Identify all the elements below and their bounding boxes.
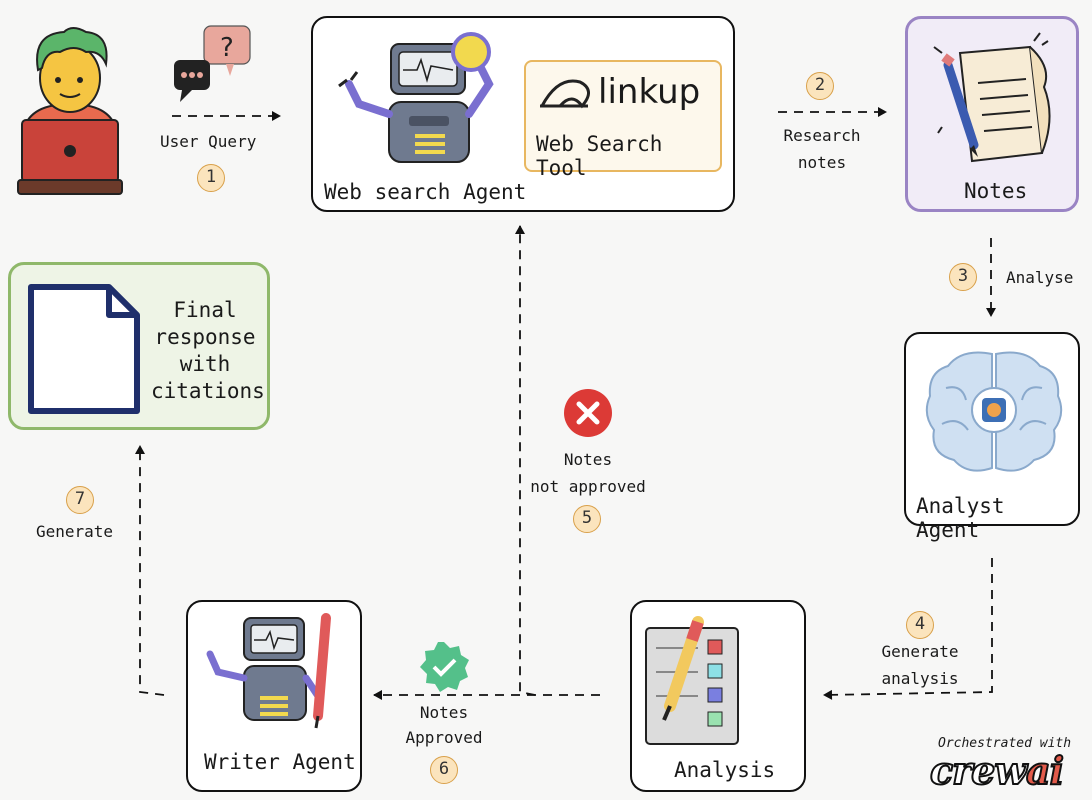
brain-icon — [925, 351, 1063, 472]
step-badge-1: 1 — [197, 164, 225, 192]
document-icon — [28, 284, 140, 414]
robot-magnifier-icon — [338, 32, 494, 163]
step-badge-3: 3 — [949, 263, 977, 291]
crewai-logo: crewai — [929, 747, 1065, 794]
web-search-agent-label: Web search Agent — [324, 180, 527, 204]
final-response-label: Final response with citations — [151, 298, 265, 403]
robot-pencil-icon — [206, 613, 331, 729]
web-search-agent-node[interactable]: linkup Web Search Tool Web search Agent — [311, 16, 735, 212]
arrow-generate — [135, 445, 165, 696]
analyse-label: Analyse — [1006, 268, 1074, 287]
checklist-icon — [645, 616, 739, 745]
analysis-node[interactable]: Analysis — [630, 600, 806, 792]
arrow-generate-analysis — [823, 558, 993, 700]
user-laptop-icon — [17, 27, 123, 195]
user-query-label: User Query — [160, 132, 257, 151]
generate-label: Generate — [36, 522, 114, 541]
orchestrated-label: Orchestrated with — [938, 736, 1072, 751]
crewai-logo-main: crew — [929, 747, 1028, 794]
step-badge-2: 2 — [806, 72, 834, 100]
linkup-logo-icon — [540, 79, 590, 109]
svg-text:?: ? — [220, 33, 234, 63]
approved-label: Notes Approved — [405, 703, 483, 747]
writer-agent-label: Writer Agent — [204, 750, 356, 774]
step-badge-7: 7 — [66, 486, 94, 514]
analyst-agent-node[interactable]: Analyst Agent — [904, 332, 1080, 542]
not-approved-label: Notes not approved — [530, 450, 646, 496]
linkup-tool-node[interactable]: linkup Web Search Tool — [524, 60, 722, 180]
research-notes-label: Research notes — [783, 126, 861, 172]
approved-badge-icon — [420, 642, 469, 692]
generate-analysis-label: Generate analysis — [881, 642, 959, 688]
step-badge-5: 5 — [573, 505, 601, 533]
step-badge-4: 4 — [906, 611, 934, 639]
notepad-pencil-icon — [933, 32, 1051, 163]
writer-agent-node[interactable]: Writer Agent — [186, 600, 362, 792]
arrow-not-approved — [515, 225, 536, 696]
chat-bubbles-icon: ? — [174, 25, 251, 102]
linkup-logo-text: linkup — [598, 72, 701, 112]
linkup-tool-label: Web Search Tool — [536, 132, 663, 180]
analysis-label: Analysis — [674, 758, 776, 782]
rejected-icon — [564, 389, 612, 437]
notes-node[interactable]: Notes — [905, 16, 1079, 212]
crewai-logo-accent: ai — [1025, 747, 1065, 794]
analyst-agent-label: Analyst Agent — [916, 494, 1005, 542]
notes-label: Notes — [964, 179, 1028, 203]
step-badge-6: 6 — [430, 756, 458, 784]
final-response-node[interactable]: Final response with citations — [8, 262, 270, 430]
